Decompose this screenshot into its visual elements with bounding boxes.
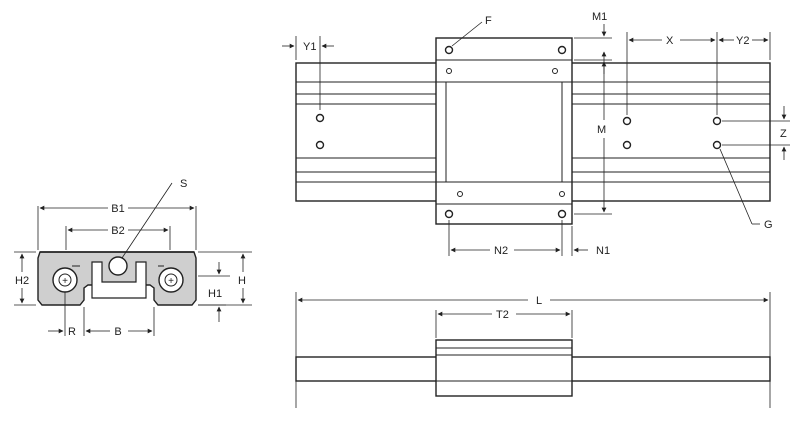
- carriage-hole: [557, 209, 567, 219]
- label-r: R: [68, 326, 76, 338]
- rail-hole: [712, 140, 722, 150]
- roller-right: [158, 267, 184, 293]
- label-n2: N2: [494, 245, 508, 257]
- carriage-hole-small: [559, 191, 565, 197]
- label-h2: H2: [15, 275, 29, 287]
- label-h: H: [238, 275, 246, 287]
- leader-f: [451, 21, 483, 47]
- carriage-hole: [444, 209, 454, 219]
- label-x: X: [666, 35, 674, 47]
- label-m: M: [597, 124, 606, 136]
- label-m1: M1: [592, 11, 607, 23]
- label-b1: B1: [111, 203, 124, 215]
- roller-right-inner: [164, 273, 178, 287]
- cross-section-view: + + S B1 B2 H2 H: [14, 178, 252, 338]
- label-y1: Y1: [303, 41, 316, 53]
- rail-hole: [315, 113, 325, 123]
- top-view: Y1 F M1 M X Y2 Z G: [282, 11, 790, 257]
- label-t2: T2: [496, 309, 509, 321]
- label-b: B: [114, 326, 121, 338]
- rail-hole: [712, 116, 722, 126]
- label-h1: H1: [208, 288, 222, 300]
- label-g: G: [764, 219, 773, 231]
- carriage-cutout: [91, 261, 147, 299]
- label-f: F: [485, 15, 492, 27]
- label-y2: Y2: [736, 35, 749, 47]
- leader-g: [719, 148, 753, 225]
- rail-hole: [315, 140, 325, 150]
- rail-profile: [37, 251, 197, 306]
- roller-left-mark: +: [62, 276, 68, 287]
- roller-right-mark: +: [168, 276, 174, 287]
- side-view: L T2: [295, 292, 771, 408]
- label-b2: B2: [111, 225, 124, 237]
- carriage-hole-small: [552, 68, 558, 74]
- carriage-hole-small: [457, 191, 463, 197]
- side-carriage: [435, 339, 573, 397]
- carriage-hole: [444, 45, 454, 55]
- rail-hole: [622, 116, 632, 126]
- label-s: S: [180, 178, 187, 190]
- center-bolt: [108, 256, 128, 276]
- label-n1: N1: [596, 245, 610, 257]
- label-l: L: [536, 295, 542, 307]
- rail-hole: [622, 140, 632, 150]
- carriage-hole: [557, 45, 567, 55]
- label-z: Z: [780, 128, 787, 140]
- carriage-hole-small: [446, 68, 452, 74]
- leader-s: [121, 182, 173, 259]
- carriage-outline: [435, 37, 573, 225]
- roller-left-inner: [58, 273, 72, 287]
